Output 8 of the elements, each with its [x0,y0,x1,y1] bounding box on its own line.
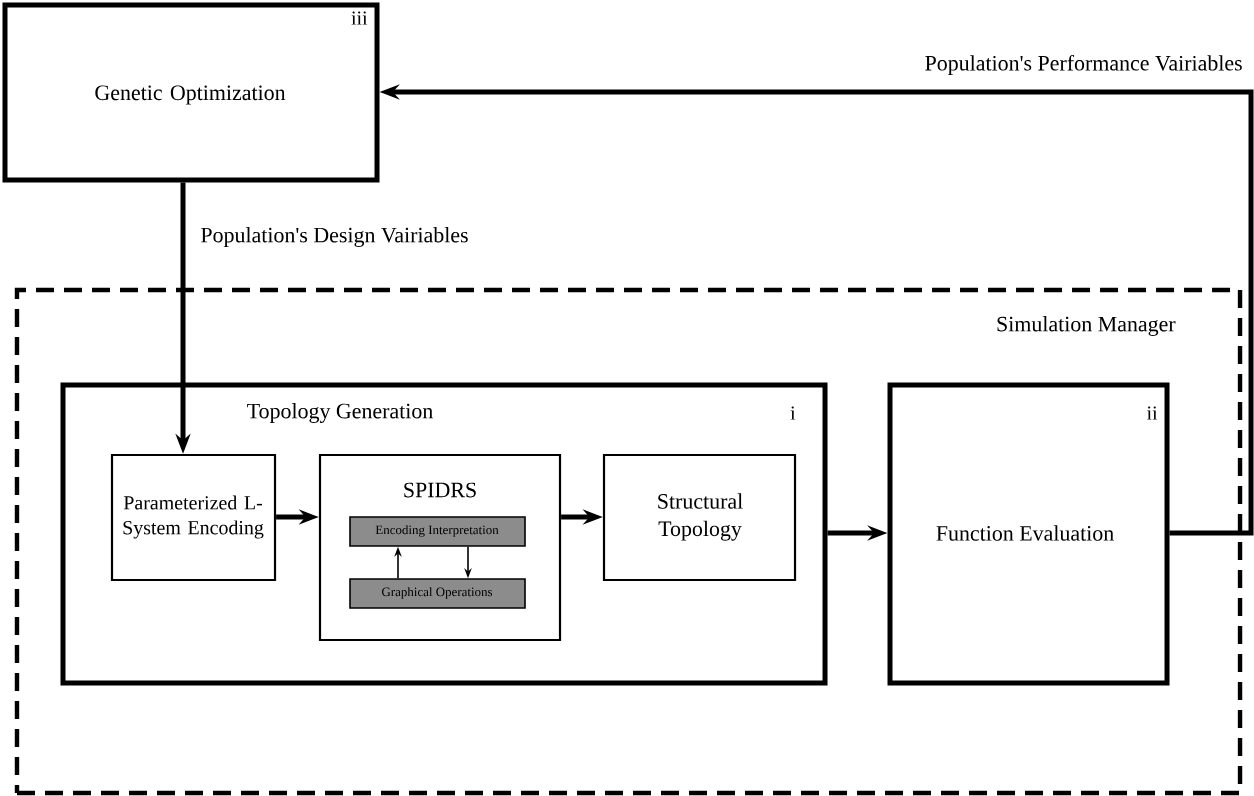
process-box: Structural Topology [602,453,797,582]
edge-label: Population's Design Vairiables [198,225,471,249]
step-box: Encoding Interpretation [349,516,526,547]
edge-label: Population's Performance Vairiables [922,52,1245,78]
process-box: Parameterized L-System Encoding [110,453,277,582]
process-box: ii Function Evaluation [887,382,1170,686]
step-box: Graphical Operations [349,578,526,609]
process-box: iii Genetic Optimization [2,2,380,183]
